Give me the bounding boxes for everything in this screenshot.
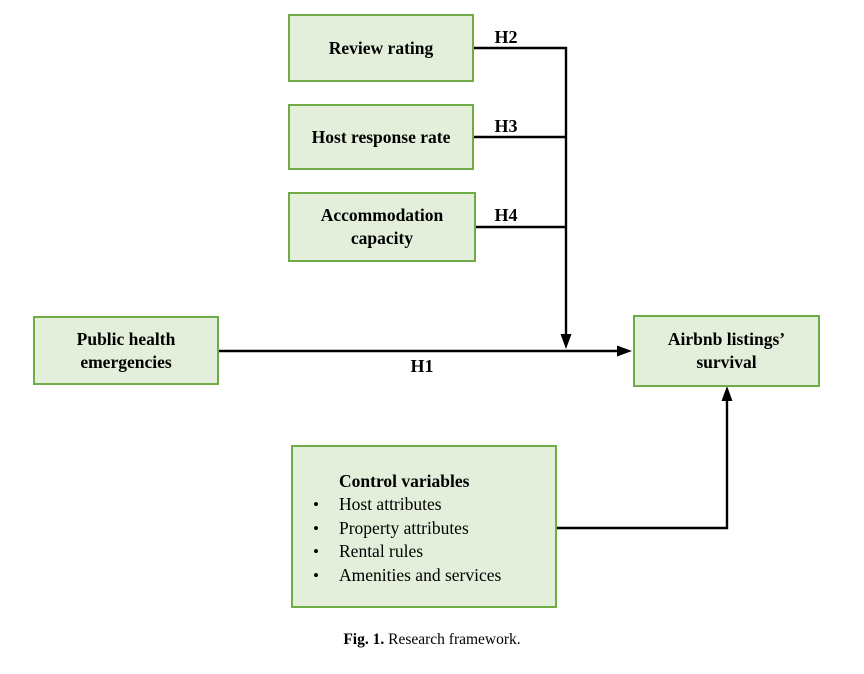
figure-caption-prefix: Fig. 1. bbox=[343, 631, 385, 648]
hypothesis-label-h1: H1 bbox=[410, 356, 434, 376]
list-item-label: Host attributes bbox=[339, 494, 442, 514]
control-variables-list: • Host attributes • Property attributes … bbox=[313, 493, 545, 588]
bullet-icon: • bbox=[313, 542, 319, 561]
list-item-label: Property attributes bbox=[339, 517, 469, 538]
down-arrowhead-icon bbox=[560, 334, 572, 349]
list-item-label: Rental rules bbox=[339, 541, 424, 561]
box-public-health-emergencies: Public health emergencies bbox=[33, 316, 219, 385]
list-item: • Amenities and services bbox=[313, 564, 545, 588]
figure-caption-text: Research framework. bbox=[388, 631, 521, 648]
box-review-rating-label: Review rating bbox=[328, 37, 434, 58]
box-accommodation-capacity: Accommodation capacity bbox=[288, 192, 476, 262]
box-host-response-rate: Host response rate bbox=[288, 104, 474, 170]
bullet-icon: • bbox=[313, 565, 319, 585]
hypothesis-label-h3: H3 bbox=[494, 116, 518, 136]
box-public-health-emergencies-label: Public health emergencies bbox=[76, 328, 176, 372]
box-airbnb-listings-survival-label: Airbnb listings’ survival bbox=[667, 329, 786, 372]
list-item: • Property attributes bbox=[313, 517, 545, 541]
bullet-icon: • bbox=[313, 495, 319, 514]
figure-caption: Fig. 1. Research framework. bbox=[0, 631, 864, 649]
up-arrowhead-icon bbox=[721, 386, 733, 401]
control-variables-title: Control variables bbox=[339, 471, 470, 491]
box-control-variables: Control variables • Host attributes • Pr… bbox=[291, 445, 557, 608]
box-accommodation-capacity-label: Accommodation capacity bbox=[320, 205, 444, 248]
right-arrowhead-icon bbox=[617, 345, 632, 357]
hypothesis-label-h4: H4 bbox=[494, 205, 518, 225]
list-item: • Rental rules bbox=[313, 540, 545, 564]
list-item-label: Amenities and services bbox=[339, 564, 502, 585]
control-connector-line bbox=[557, 399, 729, 530]
box-host-response-rate-label: Host response rate bbox=[311, 126, 451, 147]
box-review-rating: Review rating bbox=[288, 14, 474, 82]
box-airbnb-listings-survival: Airbnb listings’ survival bbox=[633, 315, 820, 387]
bullet-icon: • bbox=[313, 518, 319, 538]
hypothesis-label-h2: H2 bbox=[494, 27, 518, 47]
list-item: • Host attributes bbox=[313, 493, 545, 517]
